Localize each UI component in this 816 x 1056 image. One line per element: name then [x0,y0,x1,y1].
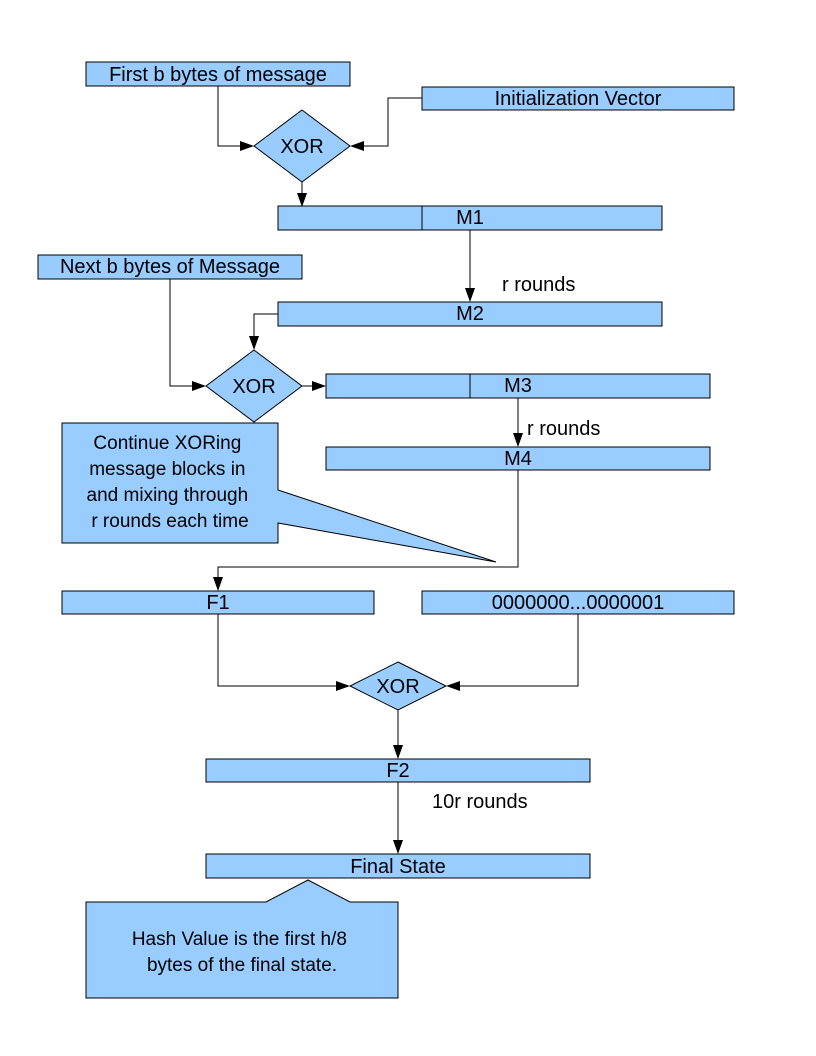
callout-continue: Continue XORing message blocks in and mi… [61,422,497,563]
box-first-bytes: First b bytes of message [85,61,351,87]
m4-label: M4 [504,448,532,470]
m1-label: M1 [456,207,484,229]
first-bytes-label: First b bytes of message [109,64,327,86]
box-final-state: Final State [205,853,591,879]
box-next-bytes: Next b bytes of Message [37,254,303,280]
callout-continue-line-1: Continue XORing [93,433,241,454]
m3-label: M3 [504,375,532,397]
xor-3-label: XOR [376,676,419,698]
svg-text:Continue XORing message: Continue XORing message blocks in and mi… [87,433,254,532]
xor-2-label: XOR [232,376,275,398]
callout-hash-line-2: bytes of the final state. [147,955,337,976]
callout-hash-line-1: Hash Value is the first h/8 [132,929,347,950]
svg-text:Hash Value is the first h/8: Hash Value is the first h/8 bytes of the… [132,929,352,976]
padding-label: 0000000...0000001 [492,592,664,614]
box-m4: M4 [325,446,711,471]
xor-diamond-1: XOR [253,109,351,183]
f1-label: F1 [206,592,229,614]
r-rounds-label-2: r rounds [527,418,600,440]
r-rounds-label-1: r rounds [502,274,575,296]
callout-continue-line-3: and mixing through [87,485,249,506]
connectors [169,86,579,854]
box-m3: M3 [325,373,711,399]
box-f2: F2 [205,758,591,783]
box-m2: M2 [277,301,663,327]
xor-diamond-2: XOR [205,349,303,423]
next-bytes-label: Next b bytes of Message [60,256,280,278]
callout-continue-line-4: r rounds each time [91,511,248,532]
xor-1-label: XOR [280,136,323,158]
box-m1: M1 [277,205,663,231]
box-padding: 0000000...0000001 [421,590,735,615]
box-f1: F1 [61,590,375,615]
ten-r-rounds-label: 10r rounds [432,791,528,813]
callout-continue-line-2: message blocks in [89,459,245,480]
xor-diamond-3: XOR [348,661,448,711]
init-vector-label: Initialization Vector [495,88,662,110]
box-initialization-vector: Initialization Vector [421,86,735,111]
final-state-label: Final State [350,856,446,878]
f2-label: F2 [386,760,409,782]
callout-hash: Hash Value is the first h/8 bytes of the… [85,879,399,999]
m2-label: M2 [456,303,484,325]
